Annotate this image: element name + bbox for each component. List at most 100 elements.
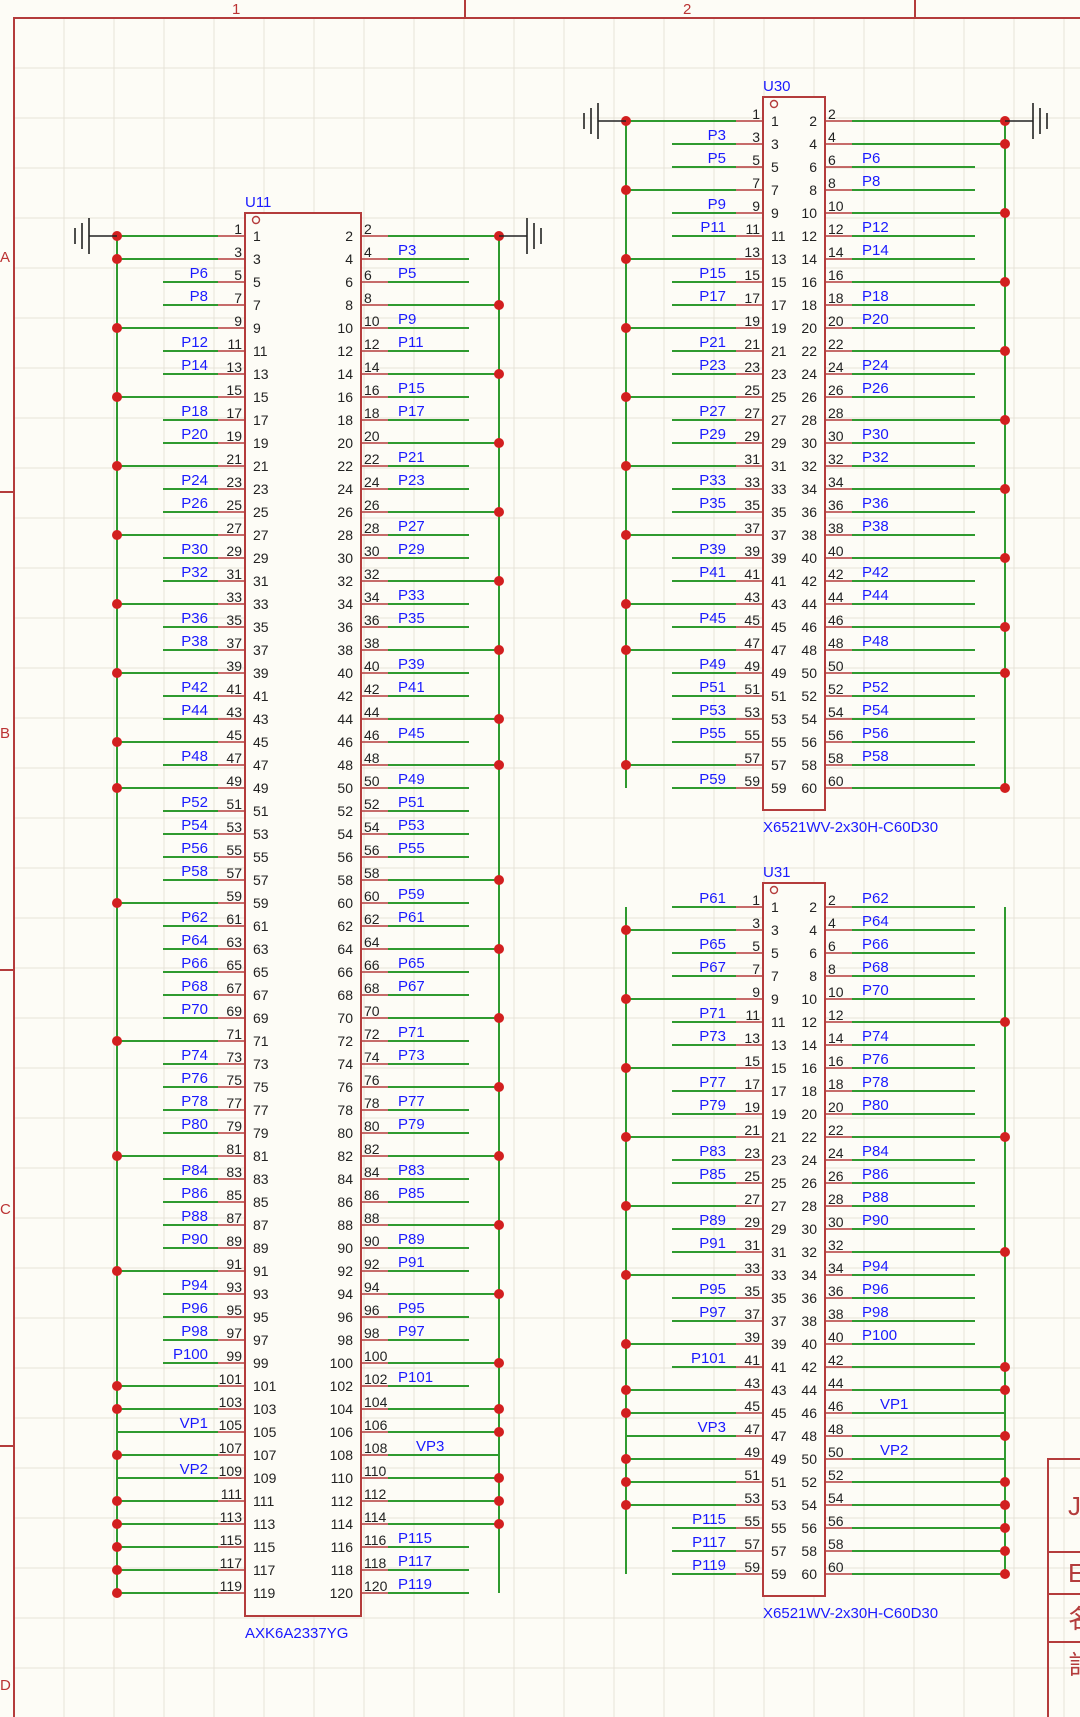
junction-dot-icon (112, 898, 122, 908)
pin-number-inner: 55 (771, 734, 787, 750)
pin-number-inner: 23 (771, 366, 787, 382)
junction-dot-icon (1000, 346, 1010, 356)
pin-number-outer: 22 (364, 451, 380, 467)
pin-number-inner: 20 (337, 435, 353, 451)
pin-number-inner: 47 (771, 642, 787, 658)
pin-number-inner: 28 (801, 412, 817, 428)
title-block: J E 名 計 (1047, 1458, 1080, 1717)
pin-number-outer: 58 (828, 750, 844, 766)
pin-number-inner: 120 (330, 1585, 354, 1601)
pin-number-outer: 22 (828, 1122, 844, 1138)
pin-number-inner: 57 (771, 757, 787, 773)
pin-number-outer: 51 (226, 796, 242, 812)
pin-number-outer: 34 (828, 1260, 844, 1276)
title-block-text-3: 名 (1068, 1604, 1080, 1634)
junction-dot-icon (494, 576, 504, 586)
pin1-marker-icon (769, 885, 779, 895)
pin-number-inner: 11 (771, 1014, 786, 1030)
pin-number-outer: 7 (234, 290, 242, 306)
pin-number-outer: 17 (744, 290, 760, 306)
ground-symbols (74, 103, 1048, 254)
pin-number-outer: 59 (744, 1559, 760, 1575)
net-label-p71: P71 (398, 1024, 425, 1041)
junction-dot-icon (112, 1450, 122, 1460)
title-block-text-2: E (1068, 1558, 1080, 1588)
pin-number-inner: 40 (337, 665, 353, 681)
pin-number-outer: 95 (226, 1302, 242, 1318)
junction-dot-icon (494, 714, 504, 724)
net-label-p27: P27 (398, 518, 425, 535)
pin-number-outer: 24 (364, 474, 380, 490)
net-label-p94: P94 (862, 1258, 889, 1275)
pin-number-outer: 2 (828, 892, 836, 908)
pin-number-outer: 19 (744, 1099, 760, 1115)
junction-dot-icon (1000, 783, 1010, 793)
pin-number-inner: 47 (253, 757, 269, 773)
pin-number-outer: 53 (744, 1490, 760, 1506)
net-label-p91: P91 (699, 1235, 726, 1252)
pin-number-outer: 48 (828, 635, 844, 651)
pin-number-outer: 88 (364, 1210, 380, 1226)
pin-number-inner: 12 (337, 343, 353, 359)
pin-number-outer: 60 (364, 888, 380, 904)
net-label-p73: P73 (398, 1047, 425, 1064)
pin-number-outer: 45 (744, 1398, 760, 1414)
net-label-p59: P59 (699, 771, 726, 788)
pin-number-inner: 48 (801, 642, 817, 658)
net-label-p35: P35 (398, 610, 425, 627)
pin-number-inner: 22 (337, 458, 353, 474)
pin-number-outer: 71 (226, 1026, 242, 1042)
pin-number-outer: 51 (744, 681, 760, 697)
net-label-p21: P21 (398, 449, 425, 466)
pin-number-inner: 49 (771, 665, 787, 681)
net-label-p9: P9 (398, 311, 416, 328)
pin-number-outer: 56 (828, 1513, 844, 1529)
net-label-p88: P88 (862, 1189, 889, 1206)
pin-number-outer: 19 (226, 428, 242, 444)
part-number: AXK6A2337YG (245, 1625, 348, 1642)
zone-column-2: 2 (683, 1, 691, 18)
junction-dot-icon (112, 1519, 122, 1529)
pin-number-outer: 106 (364, 1417, 388, 1433)
zone-column-1: 1 (232, 1, 240, 18)
pin-number-inner: 21 (771, 343, 787, 359)
pin-number-outer: 90 (364, 1233, 380, 1249)
pin-number-inner: 9 (771, 991, 779, 1007)
pin-number-inner: 108 (330, 1447, 354, 1463)
pin-number-inner: 58 (801, 757, 817, 773)
pin-number-inner: 117 (253, 1562, 276, 1578)
net-label-p55: P55 (699, 725, 726, 742)
net-label-p52: P52 (181, 794, 208, 811)
junction-dot-icon (112, 783, 122, 793)
pin-number-outer: 9 (752, 198, 760, 214)
junction-dot-icon (112, 461, 122, 471)
pin-number-outer: 35 (744, 497, 760, 513)
junction-dot-icon (621, 392, 631, 402)
pin-number-outer: 54 (828, 704, 844, 720)
pin-number-inner: 23 (771, 1152, 787, 1168)
pin-number-outer: 60 (828, 1559, 844, 1575)
pin-number-inner: 94 (337, 1286, 353, 1302)
net-label-p21: P21 (699, 334, 726, 351)
pin-number-outer: 47 (744, 1421, 760, 1437)
pin-number-inner: 65 (253, 964, 269, 980)
pin-number-outer: 45 (744, 612, 760, 628)
pin-number-outer: 29 (744, 1214, 760, 1230)
pin-number-inner: 54 (337, 826, 353, 842)
pin-number-inner: 41 (253, 688, 269, 704)
pin-number-inner: 78 (337, 1102, 353, 1118)
junction-dot-icon (112, 737, 122, 747)
pin-number-inner: 22 (801, 1129, 817, 1145)
pin-number-inner: 50 (801, 1451, 817, 1467)
pin-number-inner: 60 (801, 780, 817, 796)
net-label-p12: P12 (181, 334, 208, 351)
pin-number-outer: 3 (752, 915, 760, 931)
pin-number-outer: 118 (364, 1555, 387, 1571)
pin-number-outer: 84 (364, 1164, 380, 1180)
pin-number-outer: 72 (364, 1026, 380, 1042)
pin-number-outer: 43 (744, 1375, 760, 1391)
pin-number-outer: 9 (752, 984, 760, 1000)
pin-number-outer: 82 (364, 1141, 380, 1157)
